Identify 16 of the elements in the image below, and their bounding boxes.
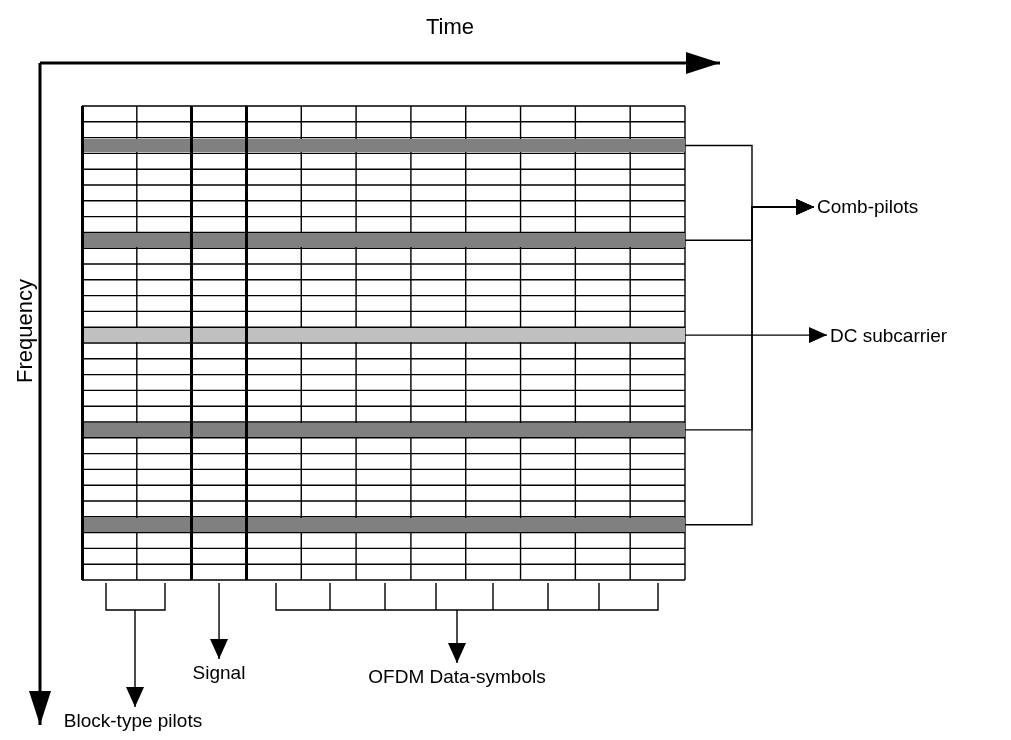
bracket-connector-arrow <box>684 199 815 526</box>
callout-label: Block-type pilots <box>28 710 238 732</box>
callout-label: DC subcarrier <box>830 325 980 347</box>
pilot-row-band <box>82 138 685 153</box>
connector-arrow <box>210 582 229 660</box>
pilot-row-band <box>82 233 685 248</box>
callout-label: Signal <box>174 662 264 684</box>
connector-arrow <box>684 327 828 344</box>
pilot-row-band <box>82 423 685 437</box>
callout-label: Comb-pilots <box>817 196 947 218</box>
axis-label: Time <box>424 16 476 38</box>
dc-row-band <box>82 328 685 342</box>
bracket-connector-arrow <box>275 582 659 664</box>
axis-label: Frequency <box>14 278 36 385</box>
bracket-connector-arrow <box>105 582 166 708</box>
callout-label: OFDM Data-symbols <box>326 666 588 688</box>
